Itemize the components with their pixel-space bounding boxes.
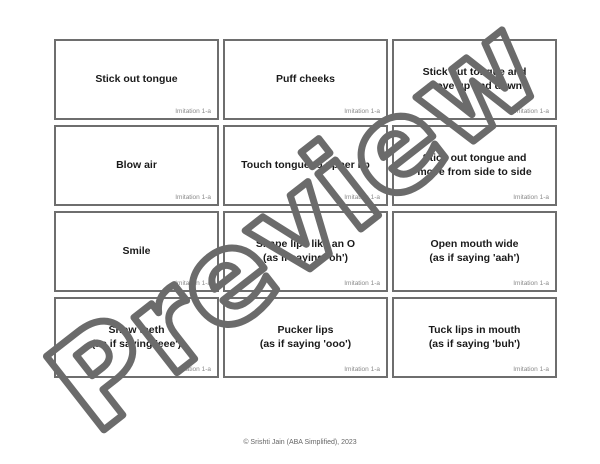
card-show-teeth: Show teeth (as if saying 'eee') Imitatio… xyxy=(54,297,219,378)
card-tuck-lips: Tuck lips in mouth (as if saying 'buh') … xyxy=(392,297,557,378)
card-open-mouth-wide: Open mouth wide (as if saying 'aah') Imi… xyxy=(392,211,557,292)
card-blow-air: Blow air Imitation 1-a xyxy=(54,125,219,206)
card-code: Imitation 1-a xyxy=(344,194,380,201)
card-tongue-upper-lip: Touch tongue to upper lip Imitation 1-a xyxy=(223,125,388,206)
card-label: Stick out tongue and move from side to s… xyxy=(417,151,532,178)
copyright-footer: © Srishti Jain (ABA Simplified), 2023 xyxy=(243,439,357,446)
card-label: Stick out tongue xyxy=(95,72,178,85)
card-label: Puff cheeks xyxy=(276,72,335,85)
card-code: Imitation 1-a xyxy=(175,366,211,373)
card-code: Imitation 1-a xyxy=(513,366,549,373)
card-label: Pucker lips (as if saying 'ooo') xyxy=(259,323,352,350)
card-puff-cheeks: Puff cheeks Imitation 1-a xyxy=(223,39,388,120)
card-label: Touch tongue to upper lip xyxy=(241,158,370,171)
card-code: Imitation 1-a xyxy=(344,366,380,373)
card-label: Shape lips like an O (as if saying 'oh') xyxy=(255,237,356,264)
card-label: Open mouth wide (as if saying 'aah') xyxy=(429,237,520,264)
card-code: Imitation 1-a xyxy=(344,108,380,115)
card-tongue-side-to-side: Stick out tongue and move from side to s… xyxy=(392,125,557,206)
card-code: Imitation 1-a xyxy=(513,194,549,201)
card-stick-out-tongue: Stick out tongue Imitation 1-a xyxy=(54,39,219,120)
card-label: Stick out tongue and move up and down xyxy=(422,65,527,92)
card-code: Imitation 1-a xyxy=(513,108,549,115)
card-label: Show teeth (as if saying 'eee') xyxy=(91,323,182,350)
card-label: Smile xyxy=(122,244,151,257)
card-code: Imitation 1-a xyxy=(175,280,211,287)
card-label: Blow air xyxy=(116,158,157,171)
card-code: Imitation 1-a xyxy=(175,108,211,115)
card-smile: Smile Imitation 1-a xyxy=(54,211,219,292)
card-code: Imitation 1-a xyxy=(513,280,549,287)
card-tongue-up-down: Stick out tongue and move up and down Im… xyxy=(392,39,557,120)
card-shape-lips-o: Shape lips like an O (as if saying 'oh')… xyxy=(223,211,388,292)
card-code: Imitation 1-a xyxy=(344,280,380,287)
card-pucker-lips: Pucker lips (as if saying 'ooo') Imitati… xyxy=(223,297,388,378)
card-grid: Stick out tongue Imitation 1-a Puff chee… xyxy=(54,39,557,378)
card-code: Imitation 1-a xyxy=(175,194,211,201)
card-label: Tuck lips in mouth (as if saying 'buh') xyxy=(428,323,521,350)
